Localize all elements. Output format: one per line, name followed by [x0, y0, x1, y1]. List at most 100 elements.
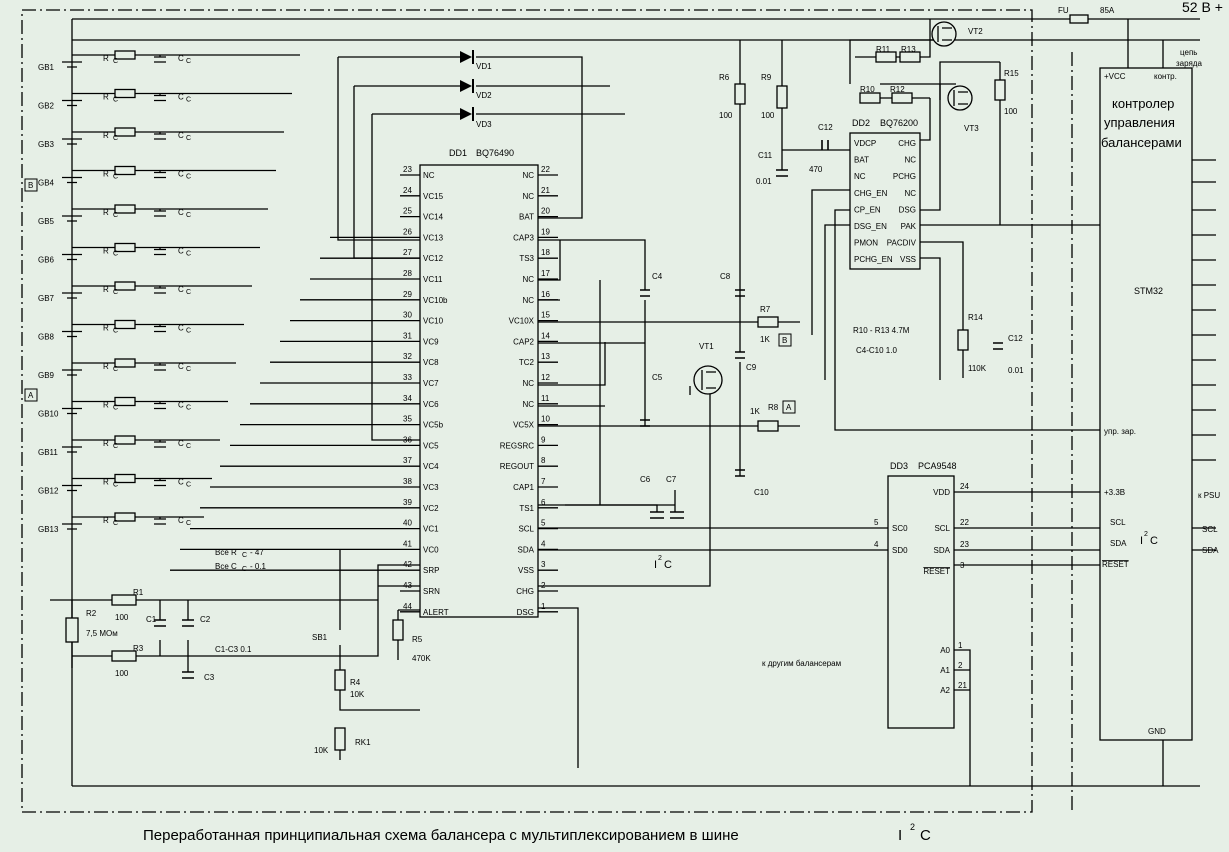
battery-cell: [62, 512, 204, 530]
transistor-vt1-icon: [693, 365, 723, 395]
component-label: C2: [200, 615, 211, 624]
dd3-addr-pin-num: 21: [958, 681, 967, 690]
rc-note-c: Все C: [215, 562, 237, 571]
cell-label: GB3: [38, 140, 55, 149]
dd3-box: [887, 475, 955, 729]
component-label: 100: [115, 669, 129, 678]
rc-cap-label: C: [178, 362, 184, 371]
dd1-right-pin-name: DSG: [517, 608, 534, 617]
rc-cap-label: C: [178, 131, 184, 140]
dd1-right-pin-name: NC: [522, 379, 534, 388]
dd1-box: [419, 164, 539, 618]
dd2-right-pin-name: NC: [904, 189, 916, 198]
rc-resistor-label: R: [103, 439, 109, 448]
dd1-left-pin-name: VC12: [423, 254, 444, 263]
component-label: R15: [1004, 69, 1019, 78]
dd1-right-pin-num: 10: [541, 415, 550, 424]
dd1-right-pin-num: 5: [541, 519, 546, 528]
rc-note-r-sub: C: [242, 552, 247, 559]
dd1-left-pin-name: VC11: [423, 275, 443, 284]
dd2-right-pin-name: DSG: [899, 205, 916, 214]
top-rail: [71, 18, 1200, 787]
rc-cap-label: C: [178, 208, 184, 217]
component-label: R10: [860, 85, 875, 94]
dd1-left-pin-name: SRN: [423, 587, 440, 596]
dd1-right-pin-num: 1: [541, 602, 546, 611]
rc-resistor-sub: C: [113, 405, 118, 412]
rc-resistor-label: R: [103, 285, 109, 294]
rc-cap-label: C: [178, 401, 184, 410]
cell-label: GB6: [38, 256, 55, 265]
stm32-gnd: GND: [1148, 727, 1166, 736]
stm32-ctrl: контр.: [1154, 72, 1177, 81]
dd1-left-pin-name: VC1: [423, 525, 439, 534]
cell-label: GB1: [38, 63, 55, 72]
dd1-right-pin-name: TS1: [519, 504, 534, 513]
rc-cap-label: C: [178, 478, 184, 487]
dd2-left-pin-name: PCHG_EN: [854, 255, 893, 264]
component-label: 1K: [750, 407, 760, 416]
cell-label: GB12: [38, 487, 59, 496]
cell-label: GB9: [38, 371, 55, 380]
dd1-left-pin-num: 29: [403, 290, 412, 299]
battery-cell: [62, 473, 212, 492]
component-label: R12: [890, 85, 905, 94]
dd1-right-pin-num: 8: [541, 456, 546, 465]
dd1-right-pin-name: NC: [522, 275, 534, 284]
rk1-val: 10K: [314, 746, 329, 755]
rc-cap-sub: C: [186, 366, 191, 373]
dd1-right-pin-num: 7: [541, 477, 546, 486]
stm32-title-1: контролер: [1112, 96, 1174, 111]
dd1-right-pin-num: 14: [541, 331, 550, 340]
dd1-left-pin-num: 38: [403, 477, 412, 486]
dd1-left-pin-num: 35: [403, 415, 412, 424]
stm32-reset: RESET: [1102, 560, 1129, 569]
component-label: 100: [115, 613, 129, 622]
rc-cap-sub: C: [186, 482, 191, 489]
component-label: R4: [350, 678, 361, 687]
dd1-left-pin-name: VC3: [423, 483, 439, 492]
component-label: 110K: [968, 364, 987, 373]
capacitor-icons: [154, 140, 1003, 679]
dd3-part: PCA9548: [918, 461, 957, 471]
i2c-c-mid: C: [664, 559, 672, 571]
dd1-left-pin-num: 40: [403, 519, 412, 528]
note-c1-c3: C1-C3 0.1: [215, 645, 252, 654]
component-label: R6: [719, 73, 730, 82]
component-label: C12: [1008, 334, 1023, 343]
dd2-right-pin-name: PAK: [901, 222, 917, 231]
dd1-right-pin-name: TC2: [519, 358, 535, 367]
stm32-box: [1099, 67, 1193, 741]
diode-vd2-icon: [460, 79, 474, 93]
rc-resistor-label: R: [103, 131, 109, 140]
rc-cap-label: C: [178, 247, 184, 256]
component-label: R1: [133, 588, 144, 597]
dd1-left-stubs: [170, 174, 420, 613]
dd1-left-pin-num: 42: [403, 560, 412, 569]
battery-cell: [62, 281, 252, 299]
cell-label: GB13: [38, 525, 59, 534]
rc-cap-sub: C: [186, 289, 191, 296]
cell-label: GB5: [38, 217, 55, 226]
caption-bus-i: I: [898, 827, 902, 844]
dd3-right-pin-num: 3: [960, 561, 965, 570]
dd2-left-pin-name: NC: [854, 172, 866, 181]
battery-cell: [62, 127, 284, 145]
dd1-right-pin-num: 15: [541, 311, 550, 320]
rc-cap-sub: C: [186, 405, 191, 412]
dd1-left-pin-name: SRP: [423, 566, 439, 575]
dd1-right-pin-num: 22: [541, 165, 550, 174]
dd1-left-pin-name: VC10b: [423, 296, 448, 305]
component-label: C3: [204, 673, 215, 682]
rc-cap-label: C: [178, 54, 184, 63]
fuse-rating: 85A: [1100, 6, 1115, 15]
component-label: R5: [412, 635, 423, 644]
rc-resistor-label: R: [103, 208, 109, 217]
dd2-left-pin-name: PMON: [854, 239, 878, 248]
dd1-left-pin-name: VC13: [423, 233, 444, 242]
dd1-left-pin-num: 28: [403, 269, 412, 278]
dd1-right-pin-name: REGOUT: [500, 462, 534, 471]
dd1-right-pin-num: 19: [541, 227, 550, 236]
rc-resistor-label: R: [103, 247, 109, 256]
dd1-left-pin-name: VC10: [423, 317, 444, 326]
